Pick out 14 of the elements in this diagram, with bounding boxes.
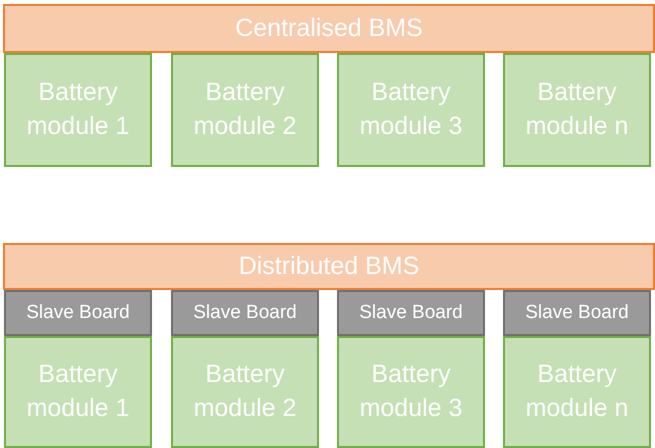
battery-module-block: Battery module 1: [4, 53, 152, 167]
bms-bar: Distributed BMS: [3, 243, 655, 290]
battery-module-block: Battery module 3: [337, 53, 485, 167]
battery-module-block: Battery module n: [503, 53, 651, 167]
slave-board-block: Slave Board: [4, 290, 152, 336]
battery-module-block: Battery module 2: [171, 336, 319, 448]
battery-module-block: Battery module 2: [171, 53, 319, 167]
battery-module-block: Battery module n: [503, 336, 651, 448]
slave-board-block: Slave Board: [171, 290, 319, 336]
slave-board-block: Slave Board: [337, 290, 485, 336]
slave-board-block: Slave Board: [503, 290, 651, 336]
battery-module-block: Battery module 1: [4, 336, 152, 448]
battery-module-block: Battery module 3: [337, 336, 485, 448]
bms-bar: Centralised BMS: [3, 4, 655, 53]
